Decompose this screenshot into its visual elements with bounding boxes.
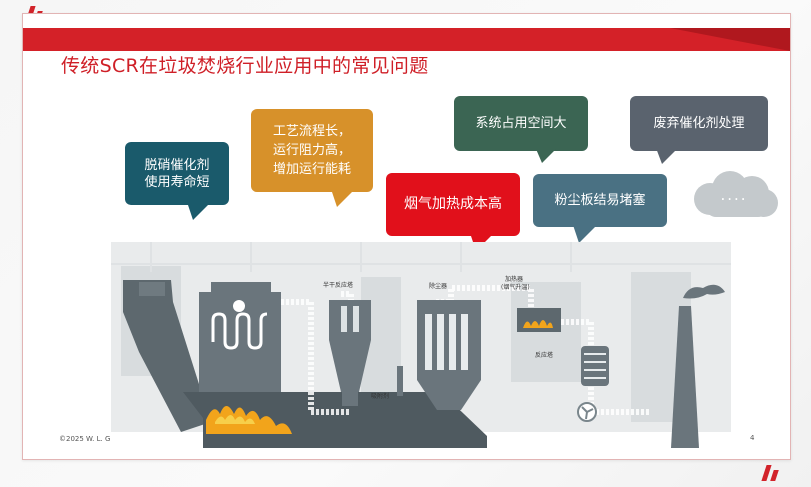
label-adsorbent: 吸附剂	[371, 393, 390, 400]
label-reactor: 反应塔	[535, 352, 554, 359]
title-red-bar	[23, 28, 790, 51]
fan-icon	[577, 402, 597, 422]
label-heater-sub: (烟气升温)	[501, 284, 530, 291]
logo-mark-bottom	[761, 465, 779, 481]
bubble-text: 系统占用空间大	[475, 116, 567, 131]
bubble-text: 粉尘板结易堵塞	[554, 193, 646, 208]
bubble-process-long: 工艺流程长， 运行阻力高， 增加运行能耗	[251, 109, 373, 207]
bubble-text: 工艺流程长，	[272, 124, 351, 139]
bubble-text: 增加运行能耗	[272, 162, 351, 177]
bubble-waste-catalyst: 废弃催化剂处理	[630, 96, 768, 164]
bubble-text: 脱硝催化剂	[144, 157, 210, 173]
label-semi-dry: 半干反应塔	[323, 282, 354, 289]
page-number: 4	[750, 434, 755, 442]
bubble-text: 烟气加热成本高	[404, 196, 502, 212]
bubble-dust-clog: 粉尘板结易堵塞	[533, 174, 667, 243]
fire-icon	[206, 406, 292, 434]
label-heater: 加热器	[505, 276, 524, 283]
slide: 传统SCR在垃圾焚烧行业应用中的常见问题 脱硝催化剂 使用寿命短 工艺流程长， …	[22, 13, 791, 460]
plant-diagram	[111, 242, 731, 448]
bubble-catalyst-life: 脱硝催化剂 使用寿命短	[125, 142, 229, 220]
slide-title: 传统SCR在垃圾焚烧行业应用中的常见问题	[61, 55, 429, 77]
bubble-text: 使用寿命短	[144, 174, 210, 190]
bubble-text: 运行阻力高，	[272, 143, 351, 158]
copyright-text: ©2025 W. L. G	[59, 435, 111, 443]
cloud-text: ....	[720, 186, 748, 204]
cloud-shape: ....	[688, 169, 780, 221]
label-dust-collector: 除尘器	[429, 283, 448, 290]
bubble-text: 废弃催化剂处理	[653, 116, 745, 131]
bubble-heating-cost: 烟气加热成本高	[386, 173, 520, 251]
bubble-space: 系统占用空间大	[454, 96, 588, 163]
